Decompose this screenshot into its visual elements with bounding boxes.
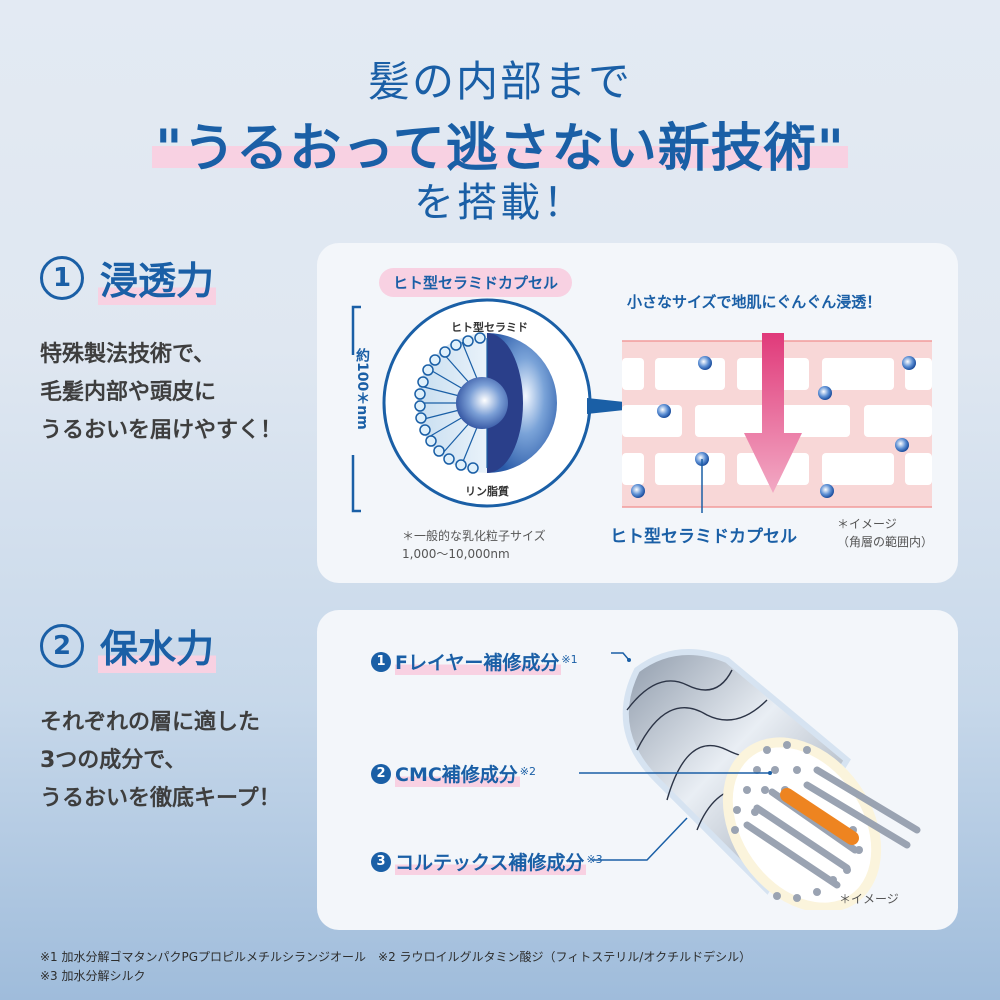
section2-desc-line: 3つの成分で、 bbox=[40, 748, 187, 773]
section1-number-badge: 1 bbox=[40, 255, 84, 300]
headline-line2: "うるおって逃さない新技術" bbox=[155, 119, 845, 179]
size-bracket-icon bbox=[351, 305, 361, 513]
number-badge: 1 bbox=[371, 651, 391, 672]
footnotes: ※1 加水分解ゴマタンパクPGプロピルメチルシランジオール ※2 ラウロイルグル… bbox=[40, 948, 751, 986]
emulsion-size-note: ＊一般的な乳化粒子サイズ 1,000〜10,000nm bbox=[402, 527, 546, 563]
image-note: ＊イメージ bbox=[839, 892, 899, 906]
note-line: ＊イメージ bbox=[837, 517, 897, 531]
number-badge: 3 bbox=[371, 851, 391, 872]
section2-desc-line: それぞれの層に適した bbox=[40, 710, 261, 735]
penetration-caption: 小さなサイズで地肌にぐんぐん浸透！ bbox=[627, 293, 882, 311]
headline-line1: 髪の内部まで bbox=[367, 57, 632, 106]
section2-diagram-card: 1 Fレイヤー補修成分 ※1 2 CMC補修成分 ※2 3 コルテックス補修成分… bbox=[317, 610, 958, 930]
note-line: 1,000〜10,000nm bbox=[402, 547, 510, 561]
section1-title: 1 浸透力 bbox=[40, 250, 217, 305]
footnote-line: ※3 加水分解シルク bbox=[40, 969, 146, 983]
section1-description: 特殊製法技術で、 毛髪内部や頭皮に うるおいを届けやすく！ bbox=[40, 336, 282, 450]
section2-title: 2 保水力 bbox=[40, 618, 217, 673]
note-line: ＊一般的な乳化粒子サイズ bbox=[402, 529, 546, 543]
capsule-pill-label: ヒト型セラミドカプセル bbox=[379, 268, 573, 297]
ingredient-name: CMC補修成分 bbox=[395, 760, 520, 787]
headline-highlight-band bbox=[152, 146, 848, 168]
section1-desc-line: 毛髪内部や頭皮に bbox=[40, 380, 217, 405]
capsule-callout-label: ヒト型セラミドカプセル bbox=[610, 527, 797, 547]
skin-layer-diagram-icon bbox=[622, 333, 932, 513]
section2-desc-line: うるおいを徹底キープ！ bbox=[40, 786, 281, 811]
capsule-diagram-icon bbox=[382, 298, 662, 508]
section2-description: それぞれの層に適した 3つの成分で、 うるおいを徹底キープ！ bbox=[40, 704, 281, 818]
footnote-ref: ※2 bbox=[519, 765, 537, 778]
hair-strand-diagram-icon bbox=[622, 649, 921, 910]
ingredient-name: Fレイヤー補修成分 bbox=[395, 648, 562, 675]
section1-title-text: 浸透力 bbox=[98, 250, 217, 305]
footnote-line: ※1 加水分解ゴマタンパクPGプロピルメチルシランジオール ※2 ラウロイルグル… bbox=[40, 950, 752, 964]
note-line: （角層の範囲内） bbox=[837, 535, 934, 549]
ingredient-3-label: 3 コルテックス補修成分 ※3 bbox=[371, 848, 603, 875]
section1-diagram-card: ヒト型セラミドカプセル 約100＊nm bbox=[317, 243, 958, 583]
headline-line3: を搭載！ bbox=[414, 180, 586, 226]
ingredient-name: コルテックス補修成分 bbox=[395, 848, 587, 875]
number-badge: 2 bbox=[371, 763, 391, 784]
phospholipid-label: リン脂質 bbox=[465, 485, 509, 498]
ingredient-1-label: 1 Fレイヤー補修成分 ※1 bbox=[371, 648, 578, 675]
image-note: ＊イメージ （角層の範囲内） bbox=[837, 515, 933, 551]
size-label: 約100＊nm bbox=[354, 348, 370, 430]
section1-desc-line: うるおいを届けやすく！ bbox=[40, 418, 283, 443]
ingredient-2-label: 2 CMC補修成分 ※2 bbox=[371, 760, 536, 787]
section2-number-badge: 2 bbox=[40, 623, 84, 668]
ceramide-label: ヒト型セラミド bbox=[451, 321, 528, 334]
section1-desc-line: 特殊製法技術で、 bbox=[40, 342, 216, 367]
section2-title-text: 保水力 bbox=[98, 618, 217, 673]
leader-lines bbox=[579, 652, 772, 861]
footnote-ref: ※1 bbox=[561, 653, 578, 666]
